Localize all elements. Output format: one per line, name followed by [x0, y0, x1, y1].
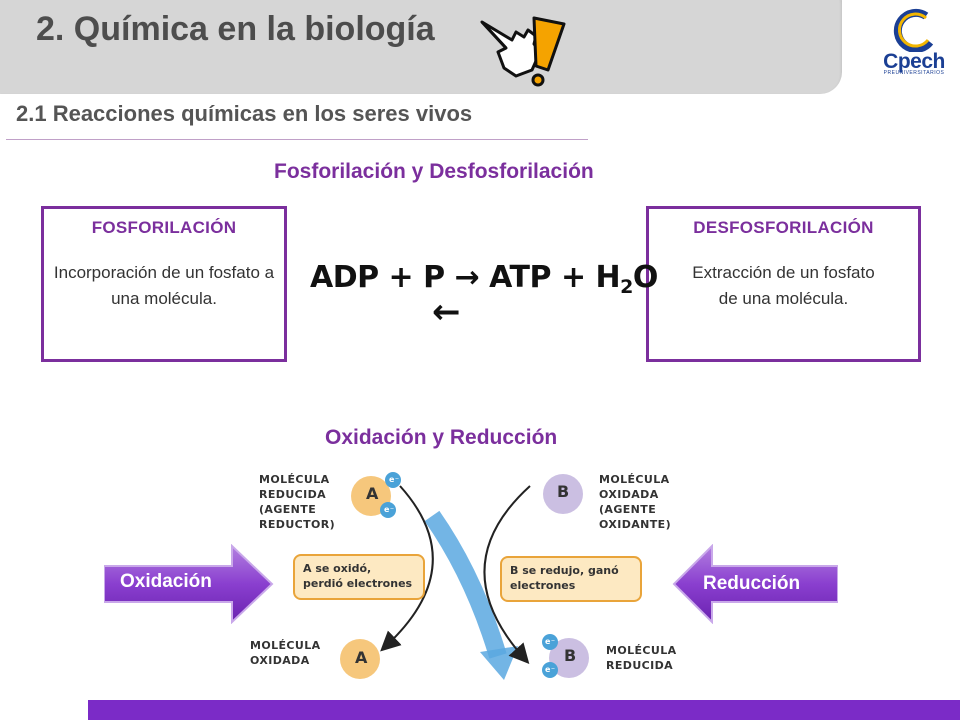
redox-diagram — [340, 472, 589, 680]
electron-icon — [385, 472, 401, 488]
equation-subscript: 2 — [620, 276, 633, 298]
equation-right-suffix: O — [632, 260, 659, 295]
oxidation-arrow-icon — [104, 544, 274, 624]
footer-bar — [88, 700, 960, 720]
page-title: 2. Química en la biología — [36, 10, 435, 48]
equation-forward-arrow: → — [454, 260, 480, 295]
electron-icon — [542, 662, 558, 678]
phosphorylation-box-text: Incorporación de un fosfato a una molécu… — [53, 263, 275, 308]
oxidation-label: Oxidación — [120, 571, 212, 592]
molecule-b-top-symbol: B — [557, 482, 570, 501]
label-oxidized-molecule: MOLÉCULA OXIDADA — [250, 639, 321, 667]
molecule-a-top — [351, 476, 391, 516]
equation-reverse-arrow: ← — [432, 292, 461, 332]
subtitle-divider — [6, 139, 588, 140]
atp-equation: ADP + P → ATP + H2O — [310, 260, 658, 298]
redox-title: Oxidación y Reducción — [325, 426, 558, 449]
section-subtitle: 2.1 Reacciones químicas en los seres viv… — [16, 101, 473, 126]
dephosphorylation-box-title: DESFOSFORILACIÓN — [693, 218, 874, 237]
phosphorylation-title: Fosforilación y Desfosforilación — [274, 160, 594, 183]
logo-subtext: PREUNIVERSITARIOS — [883, 70, 945, 76]
electron-icon — [380, 502, 396, 518]
molecule-b-bottom-symbol: B — [564, 646, 577, 665]
dephosphorylation-box: DESFOSFORILACIÓN Extracción de un fosfat… — [646, 206, 921, 362]
electron-label: e⁻ — [384, 505, 395, 514]
phosphorylation-box: FOSFORILACIÓN Incorporación de un fosfat… — [41, 206, 287, 362]
header-panel — [0, 0, 842, 94]
electron-icon — [542, 634, 558, 650]
molecule-a-bottom — [340, 639, 380, 679]
cpech-logo: Cpech PREUNIVERSITARIOS — [876, 8, 952, 76]
reduction-arrow-icon — [672, 544, 838, 624]
molecule-a-bottom-symbol: A — [355, 648, 368, 667]
reduction-label: Reducción — [703, 573, 801, 594]
note-oxidized: A se oxidó, perdió electrones — [293, 554, 425, 600]
note-reduced: B se redujo, ganó electrones — [500, 556, 642, 602]
dephosphorylation-box-text: Extracción de un fosfato de una molécula… — [692, 263, 875, 308]
electron-label: e⁻ — [545, 637, 556, 646]
pointing-hand-icon — [480, 16, 566, 87]
label-oxidized-agent: MOLÉCULA OXIDADA (AGENTE OXIDANTE) — [599, 473, 672, 531]
equation-left: ADP + P — [310, 260, 445, 295]
label-reduced-molecule: MOLÉCULA REDUCIDA — [606, 644, 677, 672]
label-reduced-agent: MOLÉCULA REDUCIDA (AGENTE REDUCTOR) — [259, 473, 336, 531]
electron-label: e⁻ — [389, 475, 400, 484]
logo-text: Cpech — [883, 50, 945, 73]
molecule-b-top — [543, 474, 583, 514]
equation-right: ATP + H — [489, 260, 621, 295]
molecule-a-top-symbol: A — [366, 484, 379, 503]
electron-label: e⁻ — [545, 665, 556, 674]
exclamation-icon — [532, 16, 566, 72]
cpech-logo-icon — [893, 8, 934, 53]
molecule-b-bottom — [549, 638, 589, 678]
phosphorylation-box-title: FOSFORILACIÓN — [91, 218, 237, 237]
